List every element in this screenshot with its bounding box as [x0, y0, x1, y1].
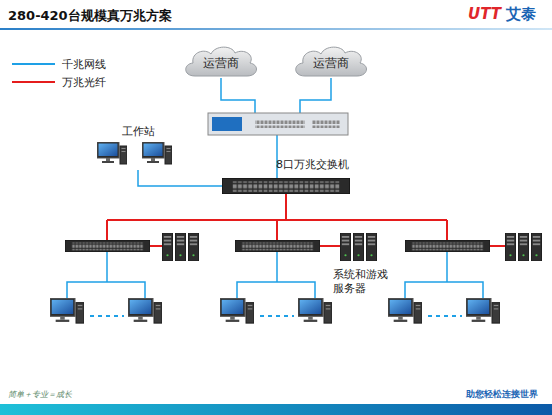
node-label: 系统和游戏服务器 [333, 268, 393, 296]
cloud-label: 运营商 [290, 56, 372, 70]
slide-title: 280-420台规模真万兆方案 [8, 7, 172, 25]
slogan: 简单＋专业＝成长 [8, 389, 72, 400]
isp-cloud: 运营商 [180, 42, 262, 82]
header-line [0, 28, 552, 30]
logo-mark: UTT [468, 5, 501, 23]
servers [162, 233, 542, 261]
gigabit-link [138, 170, 222, 186]
core-switch [222, 178, 350, 194]
legend-sample-blue [12, 63, 55, 65]
tagline: 助您轻松连接世界 [466, 388, 538, 401]
legend-text: 千兆网线 [62, 57, 106, 72]
logo-text: 艾泰 [506, 5, 536, 24]
node-label: 工作站 [92, 125, 184, 139]
isp-cloud: 运营商 [290, 42, 372, 82]
core-switch-node: 8口万兆交换机 [222, 152, 362, 196]
router [208, 113, 348, 135]
access-switch [405, 240, 490, 252]
legend-text: 万兆光纤 [62, 75, 106, 90]
workstation-group: 工作站 [92, 124, 184, 170]
server-group: 系统和游戏服务器 [333, 232, 393, 294]
access-switch [65, 240, 150, 252]
pcs [50, 142, 500, 323]
cloud-label: 运营商 [180, 56, 262, 70]
footer-bar [0, 404, 552, 415]
gigabit-wires [67, 78, 483, 298]
node-label: 8口万兆交换机 [276, 158, 362, 172]
access-switch [235, 240, 320, 252]
legend-sample-red [12, 81, 55, 83]
